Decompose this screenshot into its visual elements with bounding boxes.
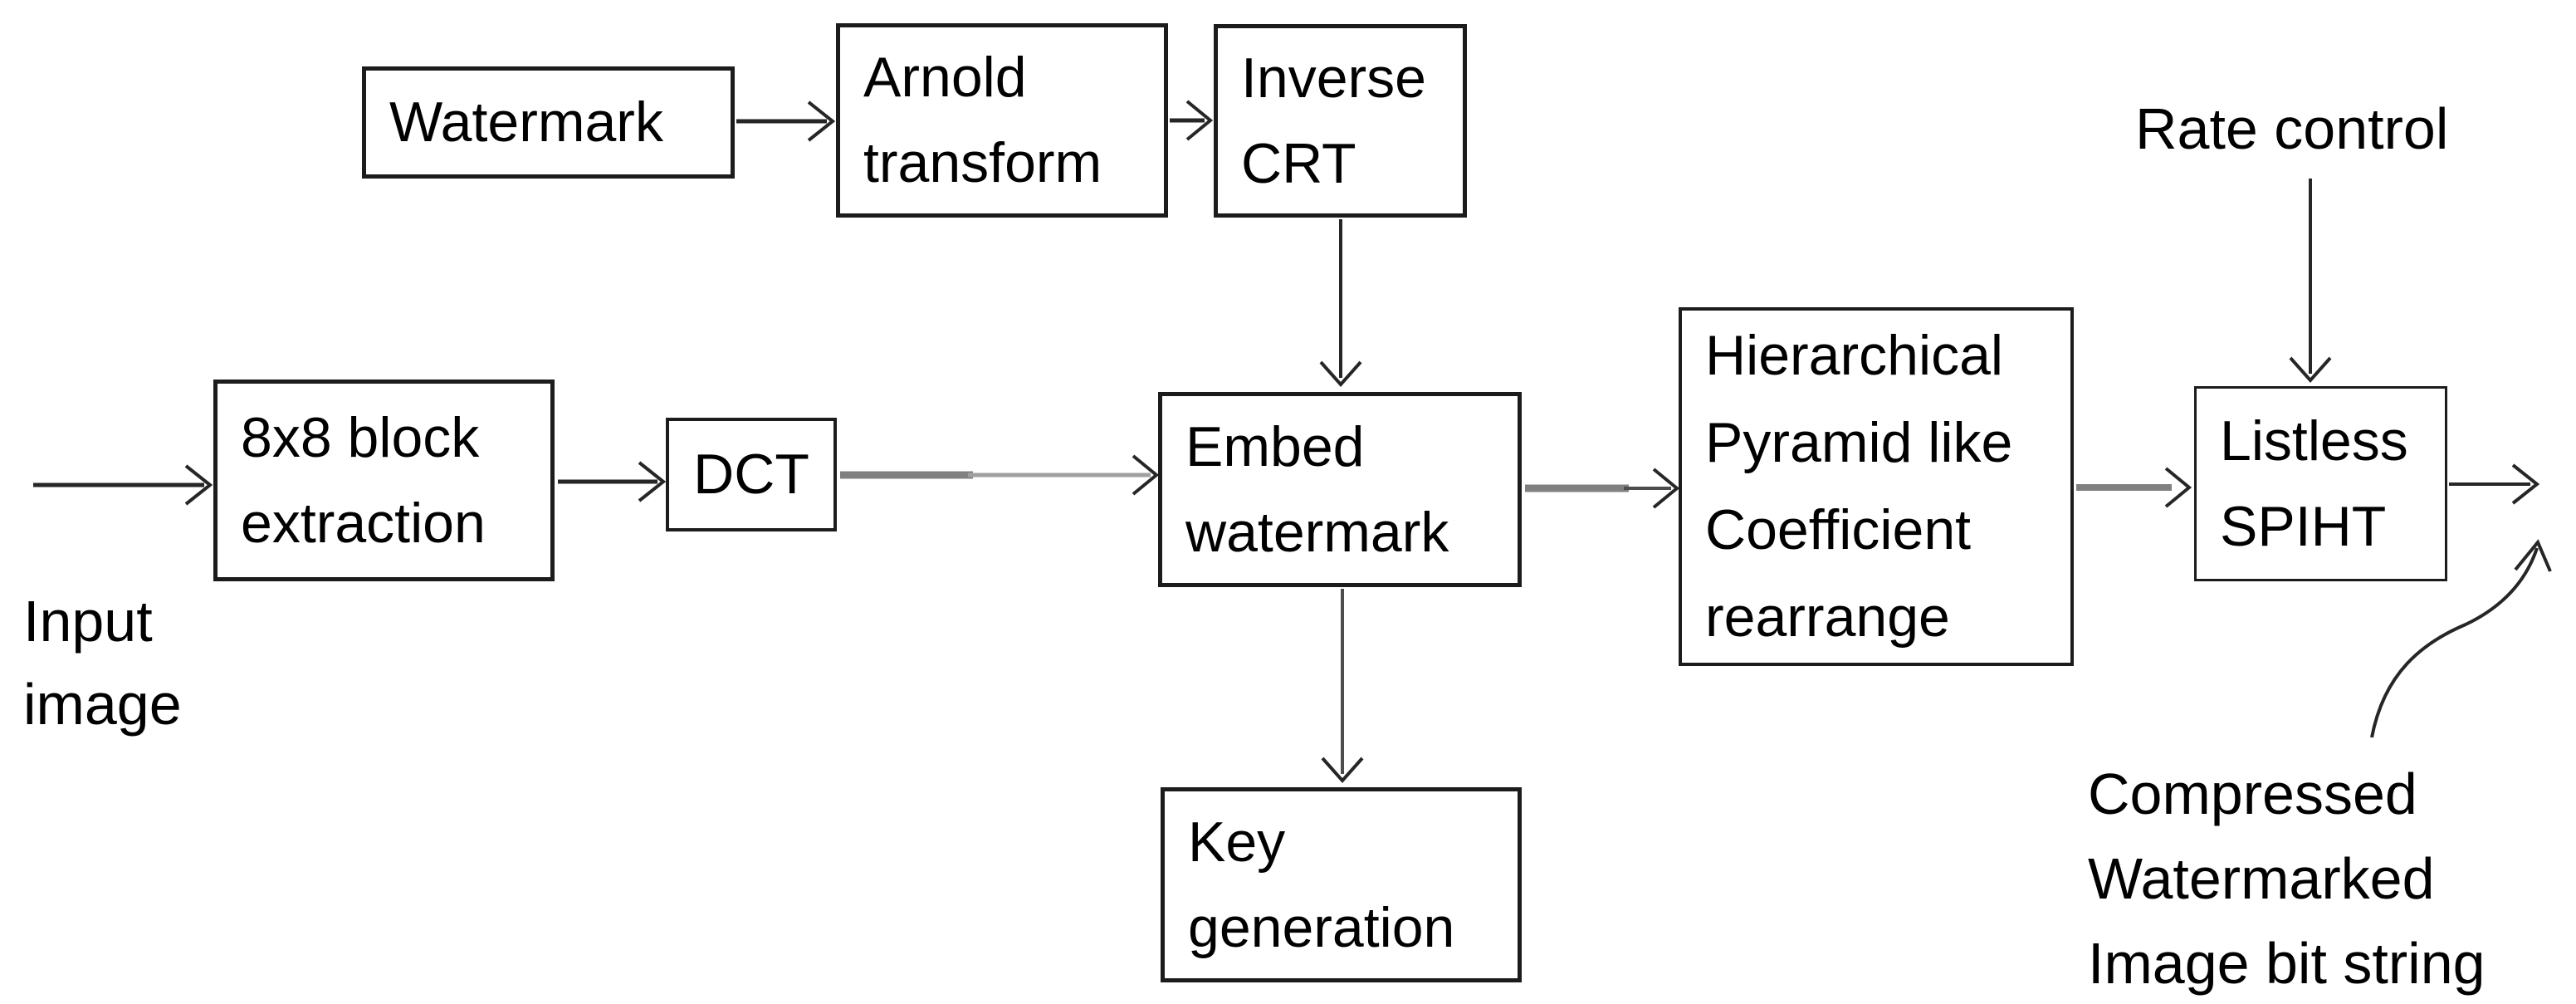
box-arnold-transform-label-line2: transform: [863, 131, 1102, 194]
annotation-output-bit-string: Compressed Watermarked Image bit string: [2088, 752, 2486, 1004]
box-watermark: Watermark: [362, 66, 735, 179]
box-embed-watermark: Embed watermark: [1158, 392, 1522, 587]
box-hierarchical-label-line2: Pyramid like: [1705, 411, 2013, 474]
box-arnold-transform-label-line1: Arnold: [863, 46, 1027, 109]
box-hierarchical-label-line4: rearrange: [1705, 585, 1950, 649]
box-inverse-crt: Inverse CRT: [1214, 24, 1467, 218]
annotation-rate-control-label: Rate control: [2135, 96, 2449, 161]
box-watermark-label: Watermark: [389, 91, 663, 154]
annotation-input-image-line2: image: [23, 672, 182, 737]
arrow-arnold-to-inverse-crt: [1170, 100, 1214, 141]
box-inverse-crt-label-line1: Inverse: [1241, 46, 1426, 110]
arrow-hierarchical-to-listless: [2076, 467, 2192, 508]
arrow-inverse-crt-to-embed: [1319, 219, 1362, 388]
annotation-input-image: Input image: [23, 580, 182, 746]
annotation-input-image-line1: Input: [23, 589, 153, 654]
box-key-generation-label-line2: generation: [1188, 895, 1455, 959]
annotation-output-line3: Image bit string: [2088, 931, 2486, 996]
annotation-output-line1: Compressed: [2088, 762, 2417, 826]
box-embed-watermark-label-line2: watermark: [1185, 500, 1449, 564]
arrow-rate-control-to-listless: [2289, 179, 2332, 384]
box-dct-label: DCT: [693, 443, 809, 506]
box-listless-spiht: Listless SPIHT: [2194, 386, 2447, 581]
box-listless-spiht-label-line2: SPIHT: [2220, 494, 2387, 558]
box-key-generation-label-line1: Key: [1188, 810, 1286, 874]
box-hierarchical-rearrange: Hierarchical Pyramid like Coefficient re…: [1679, 307, 2074, 666]
arrow-embed-to-key-generation: [1321, 589, 1364, 784]
box-arnold-transform: Arnold transform: [836, 23, 1168, 218]
curvy-arrow-output-label: [2370, 539, 2552, 738]
box-8x8-block-extraction-label-line2: extraction: [241, 491, 486, 555]
annotation-rate-control: Rate control: [2135, 86, 2448, 171]
box-embed-watermark-label-line1: Embed: [1185, 414, 1365, 478]
arrow-listless-to-output: [2449, 463, 2540, 505]
box-key-generation: Key generation: [1161, 787, 1522, 982]
box-hierarchical-label-line1: Hierarchical: [1705, 324, 2003, 387]
arrow-dct-to-embed: [840, 454, 1160, 496]
annotation-output-line2: Watermarked: [2088, 846, 2435, 911]
box-listless-spiht-label-line1: Listless: [2220, 409, 2408, 473]
box-inverse-crt-label-line2: CRT: [1241, 131, 1356, 195]
arrow-block-extraction-to-dct: [558, 461, 667, 502]
arrow-input-to-block-extraction: [33, 464, 213, 506]
box-hierarchical-label-line3: Coefficient: [1705, 498, 1972, 561]
arrow-embed-to-hierarchical: [1525, 468, 1680, 509]
box-dct: DCT: [666, 418, 837, 531]
box-8x8-block-extraction: 8x8 block extraction: [213, 380, 555, 581]
box-8x8-block-extraction-label-line1: 8x8 block: [241, 405, 480, 469]
arrow-watermark-to-arnold: [736, 100, 836, 142]
